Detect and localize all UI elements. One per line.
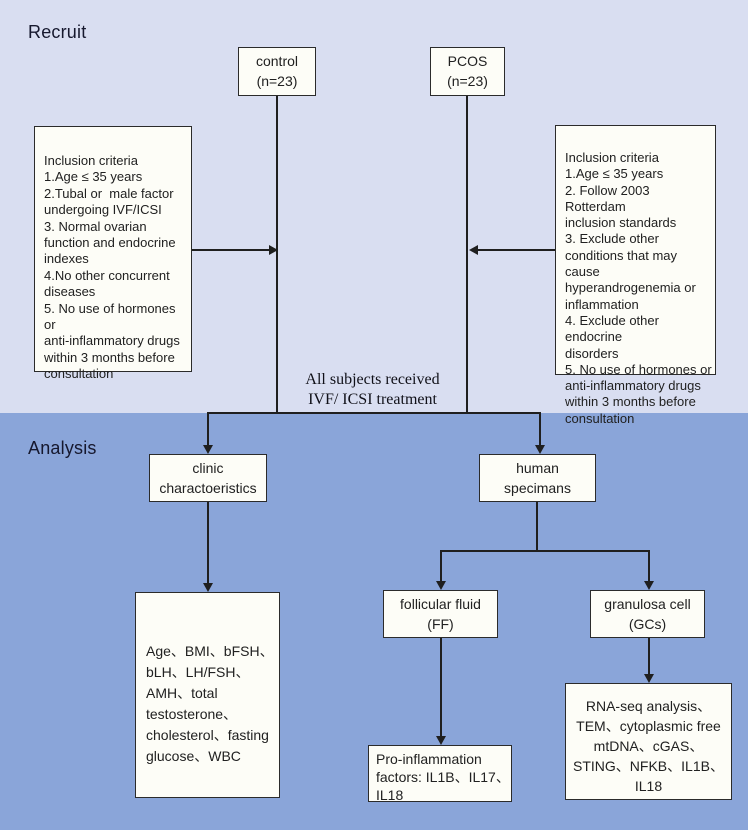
connector-clinic-to-measures-shaft [207, 502, 209, 584]
follicular-fluid-box: follicular fluid (FF) [383, 590, 498, 638]
control-inclusion-criteria-box: Inclusion criteria 1.Age ≤ 35 years 2.Tu… [34, 126, 192, 381]
granulosa-cell-box: granulosa cell (GCs) [590, 590, 705, 638]
arrowhead-to-clinic [203, 445, 213, 454]
connector-control-vline [276, 96, 278, 414]
connector-specimens-vline [536, 502, 538, 552]
arrowhead-ff-to-factors [436, 736, 446, 745]
connector-to-specimens-shaft [539, 412, 541, 446]
connector-ff-to-factors-shaft [440, 638, 442, 738]
connector-split-hline [207, 412, 541, 414]
connector-pcos-criteria-shaft [478, 249, 557, 251]
connector-pcos-vline [466, 96, 468, 414]
arrowhead-gc-to-analyses [644, 674, 654, 683]
human-specimens-box: human specimans [479, 454, 596, 502]
recruit-section-label: Recruit [28, 22, 87, 42]
treatment-note: All subjects received IVF/ ICSI treatmen… [305, 371, 440, 409]
gc-analyses-box: RNA-seq analysis、 TEM、cytoplasmic free m… [565, 683, 732, 800]
connector-gc-to-analyses-shaft [648, 638, 650, 676]
pcos-box: PCOS (n=23) [430, 47, 505, 96]
clinic-measures-box: Age、BMI、bFSH、 bLH、LH/FSH、 AMH、total test… [135, 592, 280, 798]
arrowhead-to-specimens [535, 445, 545, 454]
arrowhead-to-ff [436, 581, 446, 590]
ff-proinflammation-factors-box: Pro-inflammation factors: IL1B、IL17、 IL1… [368, 745, 512, 803]
connector-to-ff-shaft [440, 550, 442, 582]
arrowhead-pcos-criteria [469, 245, 478, 255]
connector-to-clinic-shaft [207, 412, 209, 446]
pcos-inclusion-criteria-box: Inclusion criteria 1.Age ≤ 35 years 2. F… [555, 125, 716, 426]
arrowhead-control-criteria [269, 245, 278, 255]
connector-control-criteria-shaft [192, 249, 270, 251]
analysis-section-label: Analysis [28, 438, 97, 458]
connector-to-gc-shaft [648, 550, 650, 582]
arrowhead-clinic-to-measures [203, 583, 213, 592]
clinic-characteristics-box: clinic charactoeristics [149, 454, 267, 502]
arrowhead-to-gc [644, 581, 654, 590]
connector-specimens-split-hline [440, 550, 650, 552]
control-box: control (n=23) [238, 47, 316, 96]
